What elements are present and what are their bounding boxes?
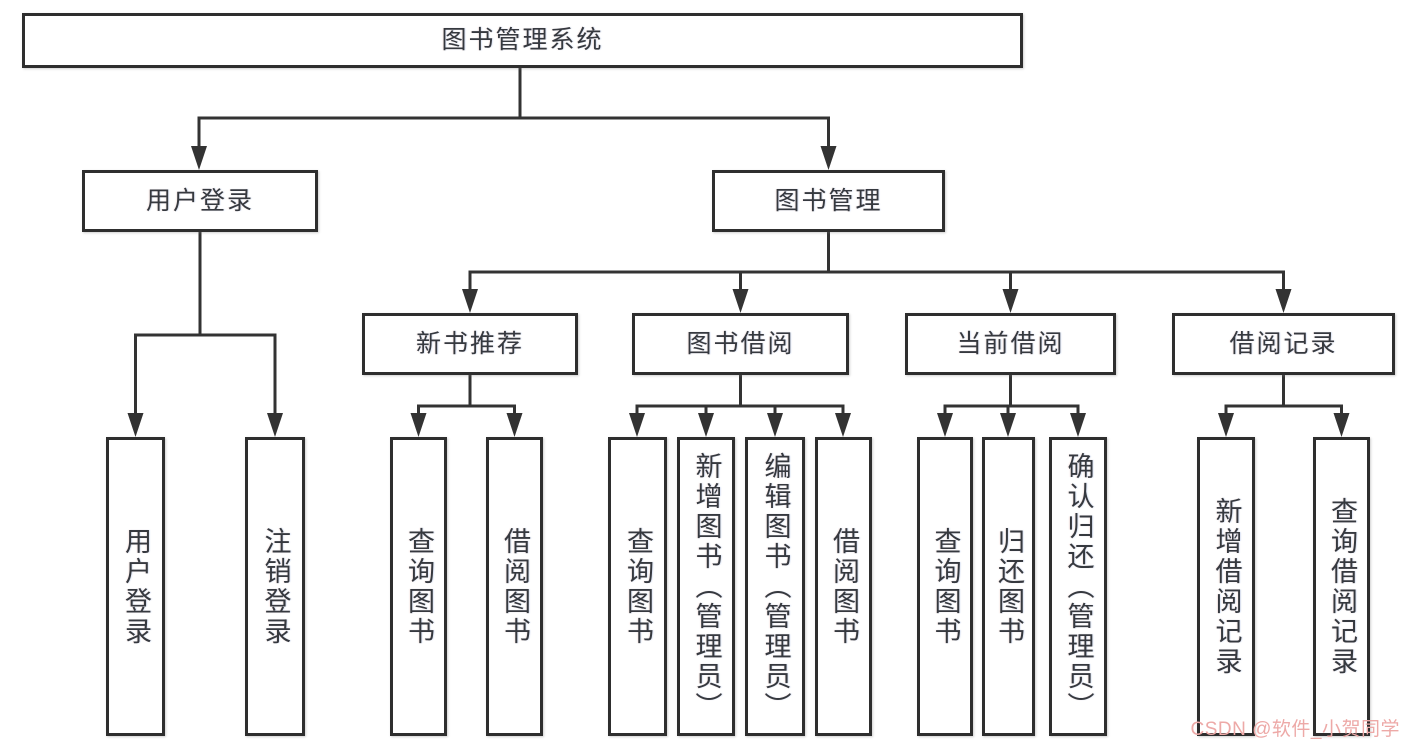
arrowhead-icon xyxy=(835,413,851,437)
arrowhead-icon xyxy=(191,146,207,170)
node-return-book: 归还图书 xyxy=(982,437,1035,736)
arrowhead-icon xyxy=(1000,413,1016,437)
connector-line xyxy=(134,333,277,418)
node-add-borrow-record: 新增借阅记录 xyxy=(1197,437,1255,736)
node-user-login-action: 用户登录 xyxy=(106,437,165,736)
node-logout: 注销登录 xyxy=(245,437,305,736)
node-new-book-recommend: 新书推荐 xyxy=(362,313,578,375)
node-confirm-return-admin: 确认归还（管理员） xyxy=(1049,437,1107,736)
arrowhead-icon xyxy=(698,413,714,437)
node-book-borrowing: 图书借阅 xyxy=(632,313,849,375)
arrowhead-icon xyxy=(732,289,749,313)
arrowhead-icon xyxy=(506,413,523,437)
csdn-watermark: CSDN @软件_小贺同学 xyxy=(1190,719,1400,740)
arrowhead-icon xyxy=(937,413,953,437)
arrowhead-icon xyxy=(410,413,427,437)
arrowhead-icon xyxy=(267,413,283,437)
connector-line xyxy=(468,270,1285,294)
connector-line xyxy=(197,116,830,152)
node-add-book-admin: 新增图书（管理员） xyxy=(677,437,735,736)
node-book-management: 图书管理 xyxy=(712,170,945,232)
node-search-books-3: 查询图书 xyxy=(917,437,973,736)
arrowhead-icon xyxy=(1070,413,1086,437)
arrowhead-icon xyxy=(820,146,837,170)
arrowhead-icon xyxy=(462,289,478,313)
node-search-books-2: 查询图书 xyxy=(608,437,667,736)
node-user-login: 用户登录 xyxy=(82,170,318,232)
node-library-management-system: 图书管理系统 xyxy=(22,13,1023,68)
arrowhead-icon xyxy=(1333,413,1350,437)
connector-line xyxy=(1224,404,1343,420)
arrowhead-icon xyxy=(1275,289,1292,313)
node-search-borrow-record: 查询借阅记录 xyxy=(1313,437,1370,736)
node-current-borrowing: 当前借阅 xyxy=(905,313,1116,375)
arrowhead-icon xyxy=(1002,289,1019,313)
node-search-books-1: 查询图书 xyxy=(390,437,447,736)
arrowhead-icon xyxy=(1218,413,1234,437)
node-borrow-records: 借阅记录 xyxy=(1172,313,1395,375)
node-borrow-books-1: 借阅图书 xyxy=(486,437,543,736)
arrowhead-icon xyxy=(767,413,783,437)
arrowhead-icon xyxy=(127,413,144,437)
node-edit-book-admin: 编辑图书（管理员） xyxy=(745,437,805,736)
connector-line xyxy=(417,404,516,420)
connector-line xyxy=(635,404,845,420)
arrowhead-icon xyxy=(629,413,645,437)
node-borrow-books-2: 借阅图书 xyxy=(815,437,872,736)
